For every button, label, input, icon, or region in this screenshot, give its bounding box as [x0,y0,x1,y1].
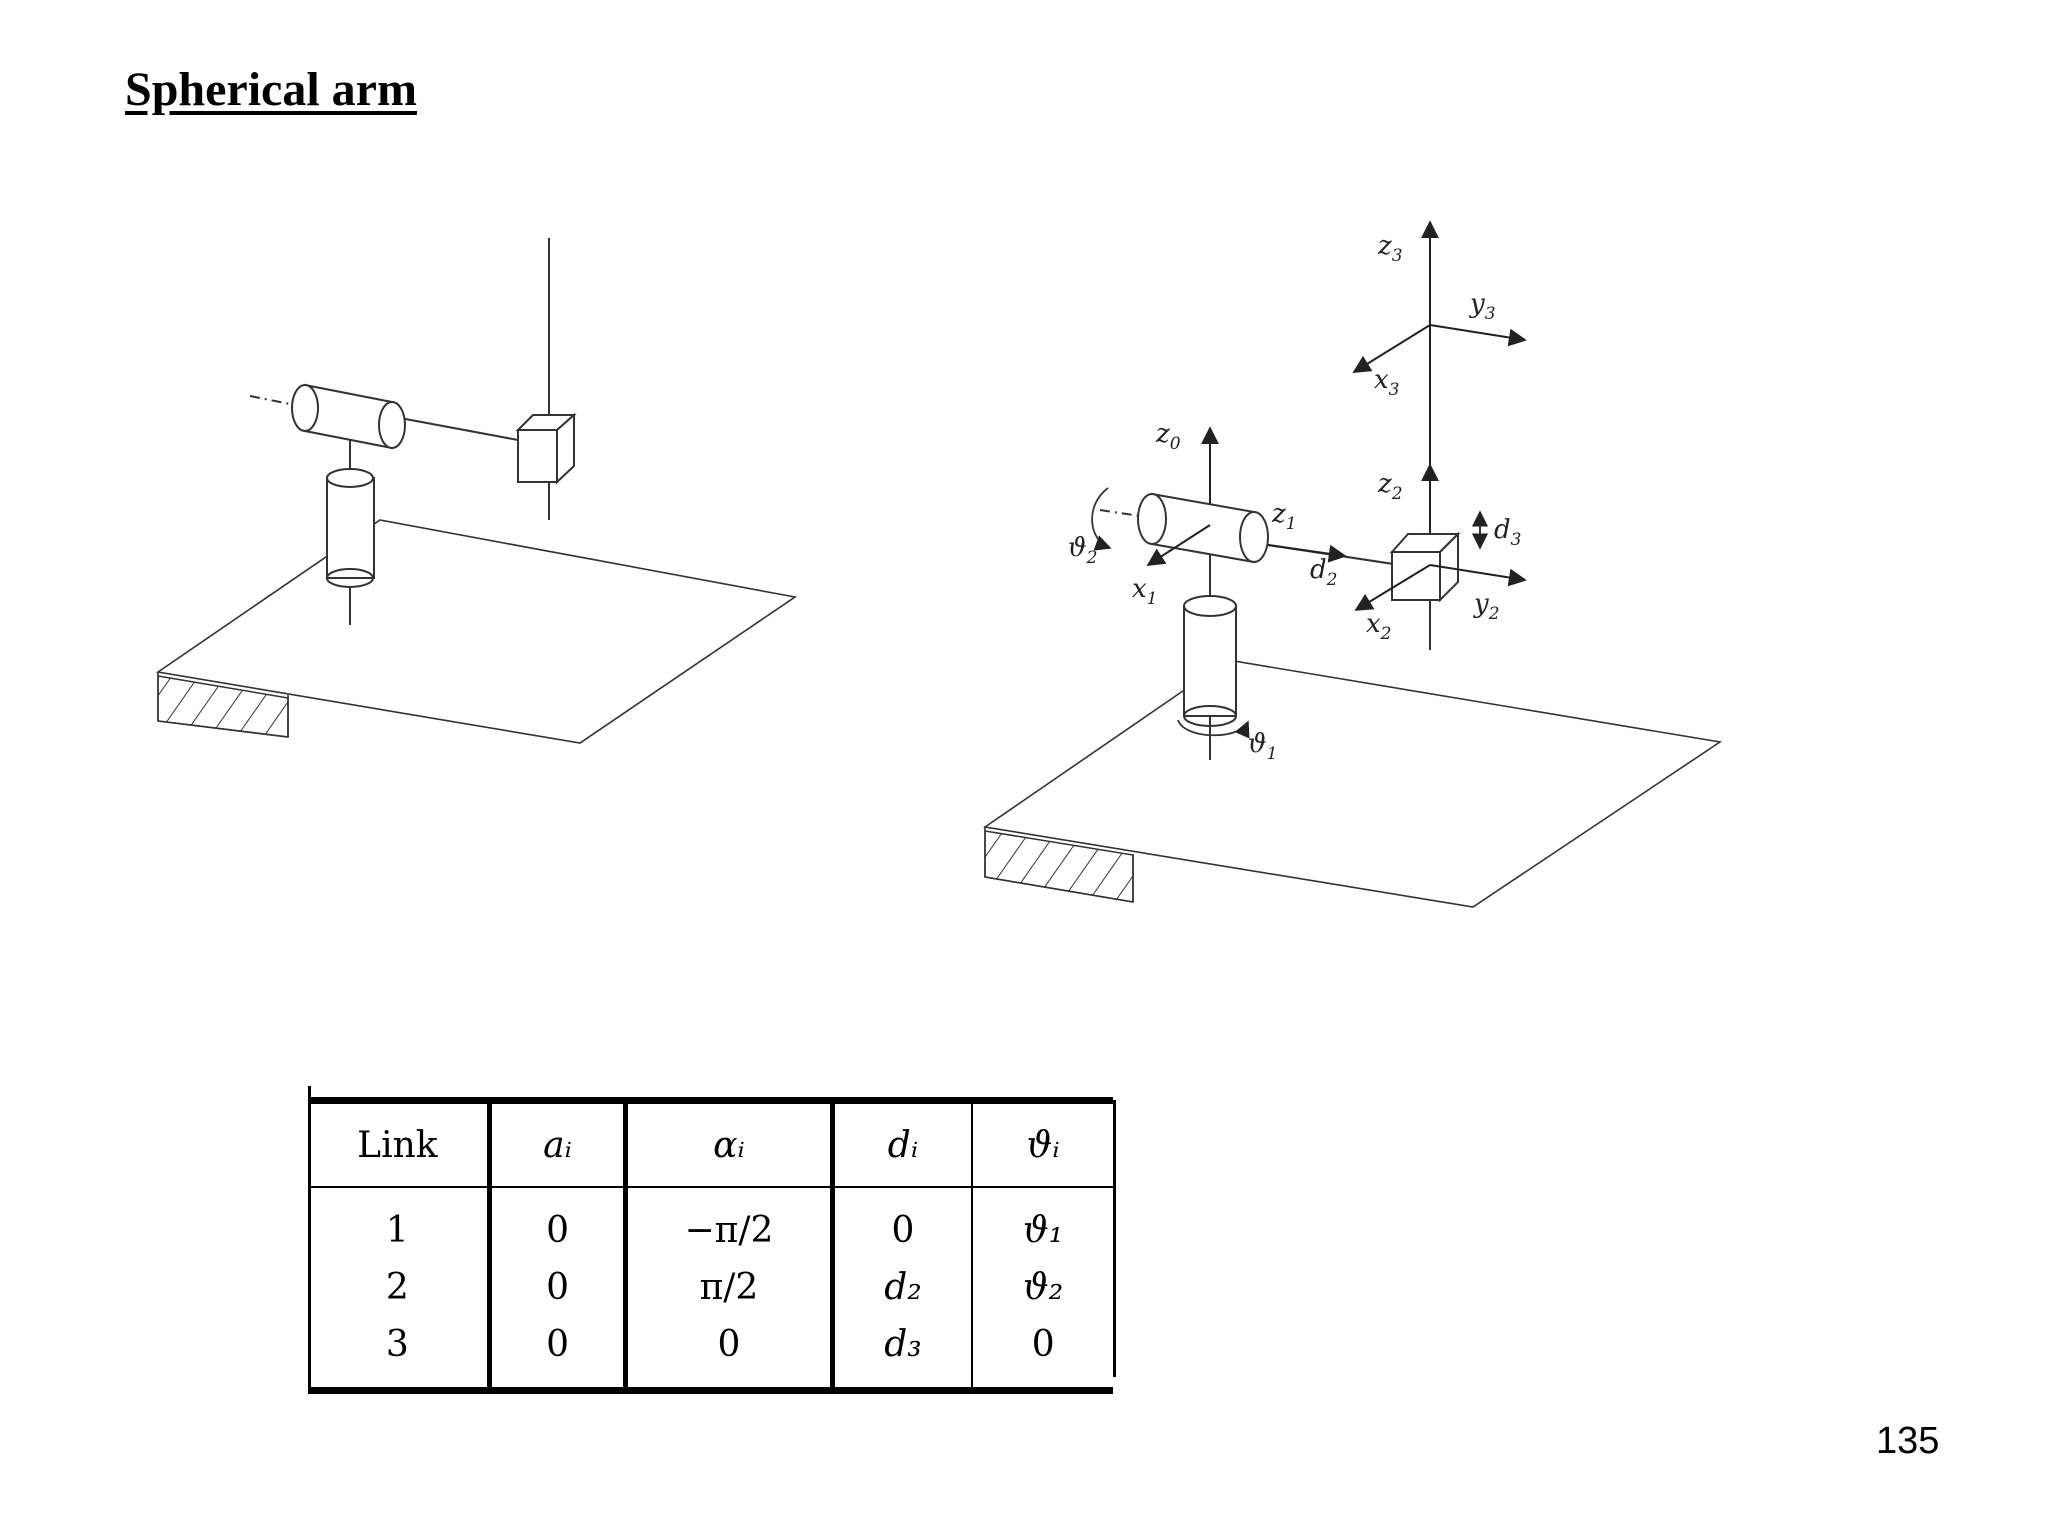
cell-link: 3 [385,1324,409,1365]
theta1-label: ϑ1 [1248,729,1277,764]
table-row: 3 0 0 d₃ 0 [308,1316,1113,1391]
cell-d: 0 [829,1187,973,1259]
header-theta: ϑᵢ [971,1100,1113,1188]
cell-link: 1 [385,1210,409,1251]
theta2-label: ϑ2 [1068,533,1097,568]
left-arm-diagram [155,238,798,744]
right-base-hatch [984,830,1134,903]
table-right-border [1113,1100,1116,1377]
cell-theta: 0 [971,1316,1113,1391]
x3-label: x3 [1374,365,1400,400]
theta1-rotation-arrow [1177,719,1250,739]
page-title: Spherical arm [125,63,417,116]
cell-alpha: −π/2 [623,1187,833,1259]
z1-axis-arrow [1267,544,1347,563]
cell-d: d₃ [829,1316,973,1391]
y2-axis-arrow [1429,564,1527,587]
header-a: aᵢ [486,1100,626,1188]
cell-theta: ϑ₂ [971,1259,1113,1316]
table-row: 2 0 π/2 d₂ ϑ₂ [308,1259,1113,1316]
left-base-hatch [157,675,289,738]
header-alpha: αᵢ [623,1100,833,1188]
z1-label: z1 [1271,499,1297,534]
y2-label: y2 [1473,589,1500,624]
header-link: Link [308,1100,490,1188]
x3-axis-arrow [1352,324,1431,373]
d3-label: d3 [1494,515,1521,550]
cell-theta: ϑ₁ [971,1187,1113,1259]
page-number: 135 [1876,1420,1940,1462]
dh-parameter-table: Link aᵢ αᵢ dᵢ ϑᵢ 1 0 −π/2 0 ϑ₁ 2 0 π/2 d… [308,1097,1113,1394]
header-d: dᵢ [829,1100,973,1188]
cell-link: 2 [385,1267,409,1308]
z0-label: z0 [1155,419,1181,454]
right-arm-diagram: z3 y3 x3 z0 z2 z1 d3 ϑ2 d2 x1 y2 x2 ϑ1 [982,220,1723,908]
x1-axis-arrow [1146,524,1211,566]
cell-a: 0 [486,1259,626,1316]
x2-axis-arrow [1354,564,1431,611]
d2-label: d2 [1310,555,1337,590]
left-horizontal-cylinder [291,383,406,450]
left-link-lines [249,238,550,625]
cell-a: 0 [486,1316,626,1391]
z3-label: z3 [1377,231,1403,266]
table-left-border [308,1086,311,1388]
right-prismatic-cube [1389,531,1461,603]
cell-alpha: π/2 [623,1259,833,1316]
cell-d: d₂ [829,1259,973,1316]
cell-a: 0 [486,1187,626,1259]
x2-label: x2 [1366,609,1392,644]
y3-axis-arrow [1429,324,1527,347]
right-horizontal-cylinder [1137,492,1269,564]
table-row: 1 0 −π/2 0 ϑ₁ [308,1187,1113,1259]
left-vertical-cylinder [326,468,375,588]
right-vertical-cylinder [1183,595,1237,727]
left-prismatic-cube [515,412,577,485]
x1-label: x1 [1132,574,1158,609]
theta2-rotation-arrow [1091,487,1112,551]
cell-alpha: 0 [623,1316,833,1391]
z2-label: z2 [1377,469,1403,504]
table-header-row: Link aᵢ αᵢ dᵢ ϑᵢ [308,1100,1113,1188]
y3-label: y3 [1469,289,1496,324]
